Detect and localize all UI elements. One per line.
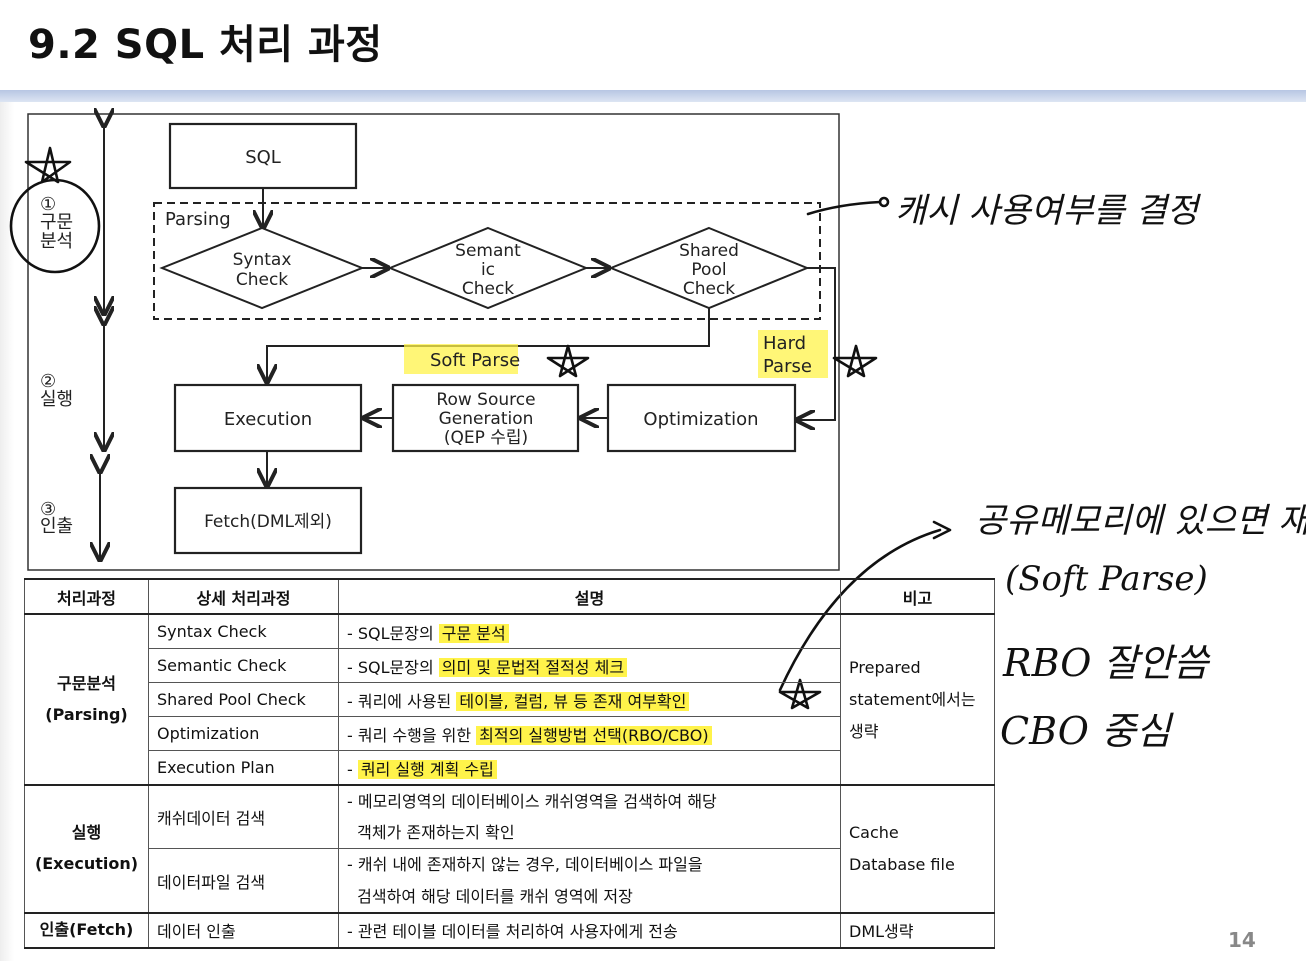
parsing-group-cell: 구문분석(Parsing) [24,613,149,786]
description-cell: - 쿼리 실행 계획 수립 [338,750,841,786]
shared-pool-line2: Pool [691,260,726,280]
syntax-check-line2: Check [236,270,288,290]
semantic-check-line2: ic [481,260,495,280]
shared-pool-line3: Check [683,279,735,299]
description-cell: - 메모리영역의 데이터베이스 캐쉬영역을 검색하여 해당 객체가 존재하는지 … [338,784,841,850]
fetch-label: Fetch(DML제외) [204,512,332,532]
table-header-row: 처리과정 상세 처리과정 설명 비고 [24,578,995,615]
detail-cell: Execution Plan [148,750,339,786]
soft-parse-label: Soft Parse [430,350,520,371]
page-number: 14 [1228,928,1256,952]
fetch-note-cell: DML생략 [840,911,995,949]
diagram-frame [27,113,840,571]
detail-cell: Optimization [148,716,339,751]
sql-box-label: SQL [245,147,281,168]
optimization-label: Optimization [643,409,758,430]
fetch-box [173,486,363,555]
slide-left-edge [0,102,14,961]
shared-pool-line1: Shared [679,241,739,261]
hand-star-2 [546,344,590,378]
detail-cell: 데이터파일 검색 [148,848,339,914]
optimization-box [606,383,797,453]
fetch-group-cell: 인출(Fetch) [24,911,149,949]
header-note: 비고 [840,578,995,615]
arrow-hard-parse [797,267,836,420]
slide-title: 9.2 SQL 처리 과정 [28,22,383,68]
title-underline-bar [0,90,1306,102]
table-row: Shared Pool Check - 쿼리에 사용된 테이블, 컬럼, 뷰 등… [25,682,995,717]
table-row: 구문분석(Parsing) Syntax Check - SQL문장의 구문 분… [24,613,995,786]
row-source-box [391,383,580,453]
semantic-check-diamond [387,226,589,310]
stage-2-line1: 실행 [40,389,73,410]
description-cell: - 관련 테이블 데이터를 처리하여 사용자에게 전송 [338,911,841,949]
stage-2-number: ② [40,371,56,392]
description-cell: - 쿼리에 사용된 테이블, 컬럼, 뷰 등 존재 여부확인 [338,682,841,717]
semantic-check-line1: Semant [455,241,521,261]
row-source-line2: Generation [439,409,534,429]
description-cell: - 캐쉬 내에 존재하지 않는 경우, 데이터베이스 파일을 검색하여 해당 데… [338,848,841,914]
detail-cell: 캐쉬데이터 검색 [148,784,339,850]
hand-star-3 [832,344,878,378]
table-row: Optimization - 쿼리 수행을 위한 최적의 실행방법 선택(RBO… [25,716,995,751]
stage-1-number: ① [40,194,56,215]
description-cell: - 쿼리 수행을 위한 최적의 실행방법 선택(RBO/CBO) [338,716,841,751]
hand-star-1 [24,146,72,184]
detail-cell: 데이터 인출 [148,911,339,949]
row-source-line1: Row Source [436,390,535,410]
hard-parse-line2: Parse [763,356,812,377]
cache-note: 캐시 사용여부를 결정 [895,191,1202,231]
cbo-note: CBO 중심 [1000,709,1174,753]
table-row: 데이터파일 검색 - 캐쉬 내에 존재하지 않는 경우, 데이터베이스 파일을 … [25,848,995,914]
soft-parse-highlight [404,344,518,374]
stage-3-number: ③ [40,499,56,520]
detail-cell: Syntax Check [148,613,339,649]
stage-1-line1: 구문 [40,212,73,233]
parsing-dashed-box [153,202,821,320]
stage-3-line1: 인출 [40,516,73,537]
header-process: 처리과정 [24,578,149,615]
soft-parse-note: (Soft Parse) [1005,559,1208,599]
syntax-check-diamond [159,226,365,310]
table-row: 실행(Execution) 캐쉬데이터 검색 - 메모리영역의 데이터베이스 캐… [24,784,995,914]
hard-parse-line1: Hard [763,333,806,354]
sql-process-table: 처리과정 상세 처리과정 설명 비고 구문분석(Parsing) Syntax … [24,578,995,949]
syntax-check-line1: Syntax [233,250,292,270]
stage-1-line2: 분석 [40,231,73,252]
header-detail: 상세 처리과정 [148,578,339,615]
row-source-line3: (QEP 수립) [444,428,528,448]
rbo-note: RBO 잘안씀 [1002,641,1211,685]
description-cell: - SQL문장의 의미 및 문법적 절적성 체크 [338,648,841,683]
semantic-check-line3: Check [462,279,514,299]
description-cell: - SQL문장의 구문 분석 [338,613,841,649]
detail-cell: Shared Pool Check [148,682,339,717]
execution-box [173,383,363,453]
parsing-label: Parsing [165,209,231,230]
detail-cell: Semantic Check [148,648,339,683]
table-row: 인출(Fetch) 데이터 인출 - 관련 테이블 데이터를 처리하여 사용자에… [24,911,995,949]
hand-arrow-cache [806,200,882,216]
execution-label: Execution [224,409,312,430]
hand-dot-cache [878,196,890,208]
hand-arrowhead-shared [932,520,952,540]
hard-parse-highlight [758,330,828,378]
shared-memory-note: 공유메모리에 있으면 재사용 [975,501,1306,541]
header-description: 설명 [338,578,841,615]
exec-group-cell: 실행(Execution) [24,784,149,914]
